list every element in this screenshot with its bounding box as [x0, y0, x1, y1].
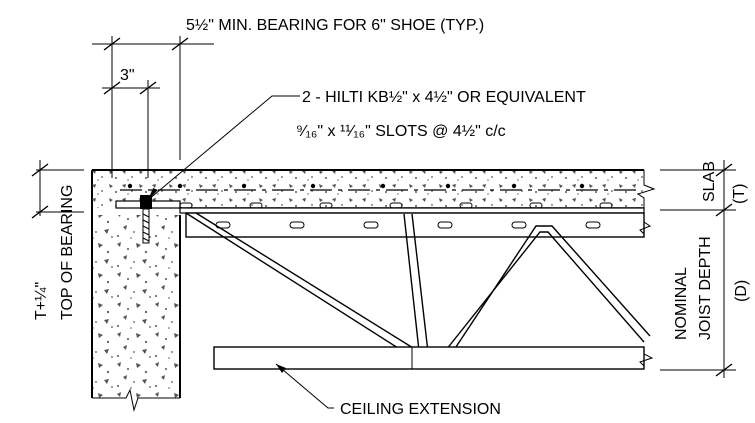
anchor-leader-arrow: [148, 188, 158, 200]
ceiling-leader-arrow: [276, 364, 286, 373]
anchor-leader-line: [147, 95, 300, 201]
slab-break-line: [636, 170, 656, 208]
slab-t-label: (T): [731, 184, 748, 204]
three-inch-dimension: [102, 80, 160, 178]
joist-web-members: [185, 212, 651, 363]
joist-depth-d-label: (D): [733, 280, 750, 302]
ceiling-leader-line: [275, 363, 334, 409]
top-chord-angle: [185, 212, 645, 238]
wall-break-line: [92, 388, 180, 412]
top-bearing-label-2: TOP OF BEARING: [59, 185, 76, 320]
joist-depth-label-1: NOMINAL: [673, 267, 690, 340]
concrete-wall-hatch: [92, 215, 180, 398]
rebar-dots: [127, 183, 585, 189]
anchor-note-line1: 2 - HILTI KB½" x 4½" OR EQUIVALENT: [302, 89, 586, 106]
three-inch-label: 3": [120, 67, 135, 84]
ceiling-break-line: [639, 347, 654, 369]
right-dimensions: [660, 160, 736, 378]
slab-hatch: [92, 170, 644, 208]
ceiling-extension-member: [213, 346, 645, 370]
joist-depth-label-2: JOIST DEPTH: [697, 236, 714, 340]
top-chord-break: [639, 213, 652, 237]
top-chord-plate: [179, 207, 645, 214]
min-bearing-label: 5½" MIN. BEARING FOR 6" SHOE (TYP.): [186, 17, 484, 34]
min-bearing-dimension: [92, 36, 214, 160]
top-bearing-label-1: T+¼": [33, 282, 50, 320]
ceiling-extension-label: CEILING EXTENSION: [340, 401, 501, 418]
anchor-note-line2: ⁹⁄₁₆" x ¹¹⁄₁₆" SLOTS @ 4½" c/c: [296, 123, 506, 140]
slab-label: SLAB: [701, 161, 718, 202]
top-of-bearing-dimension: [31, 160, 84, 219]
